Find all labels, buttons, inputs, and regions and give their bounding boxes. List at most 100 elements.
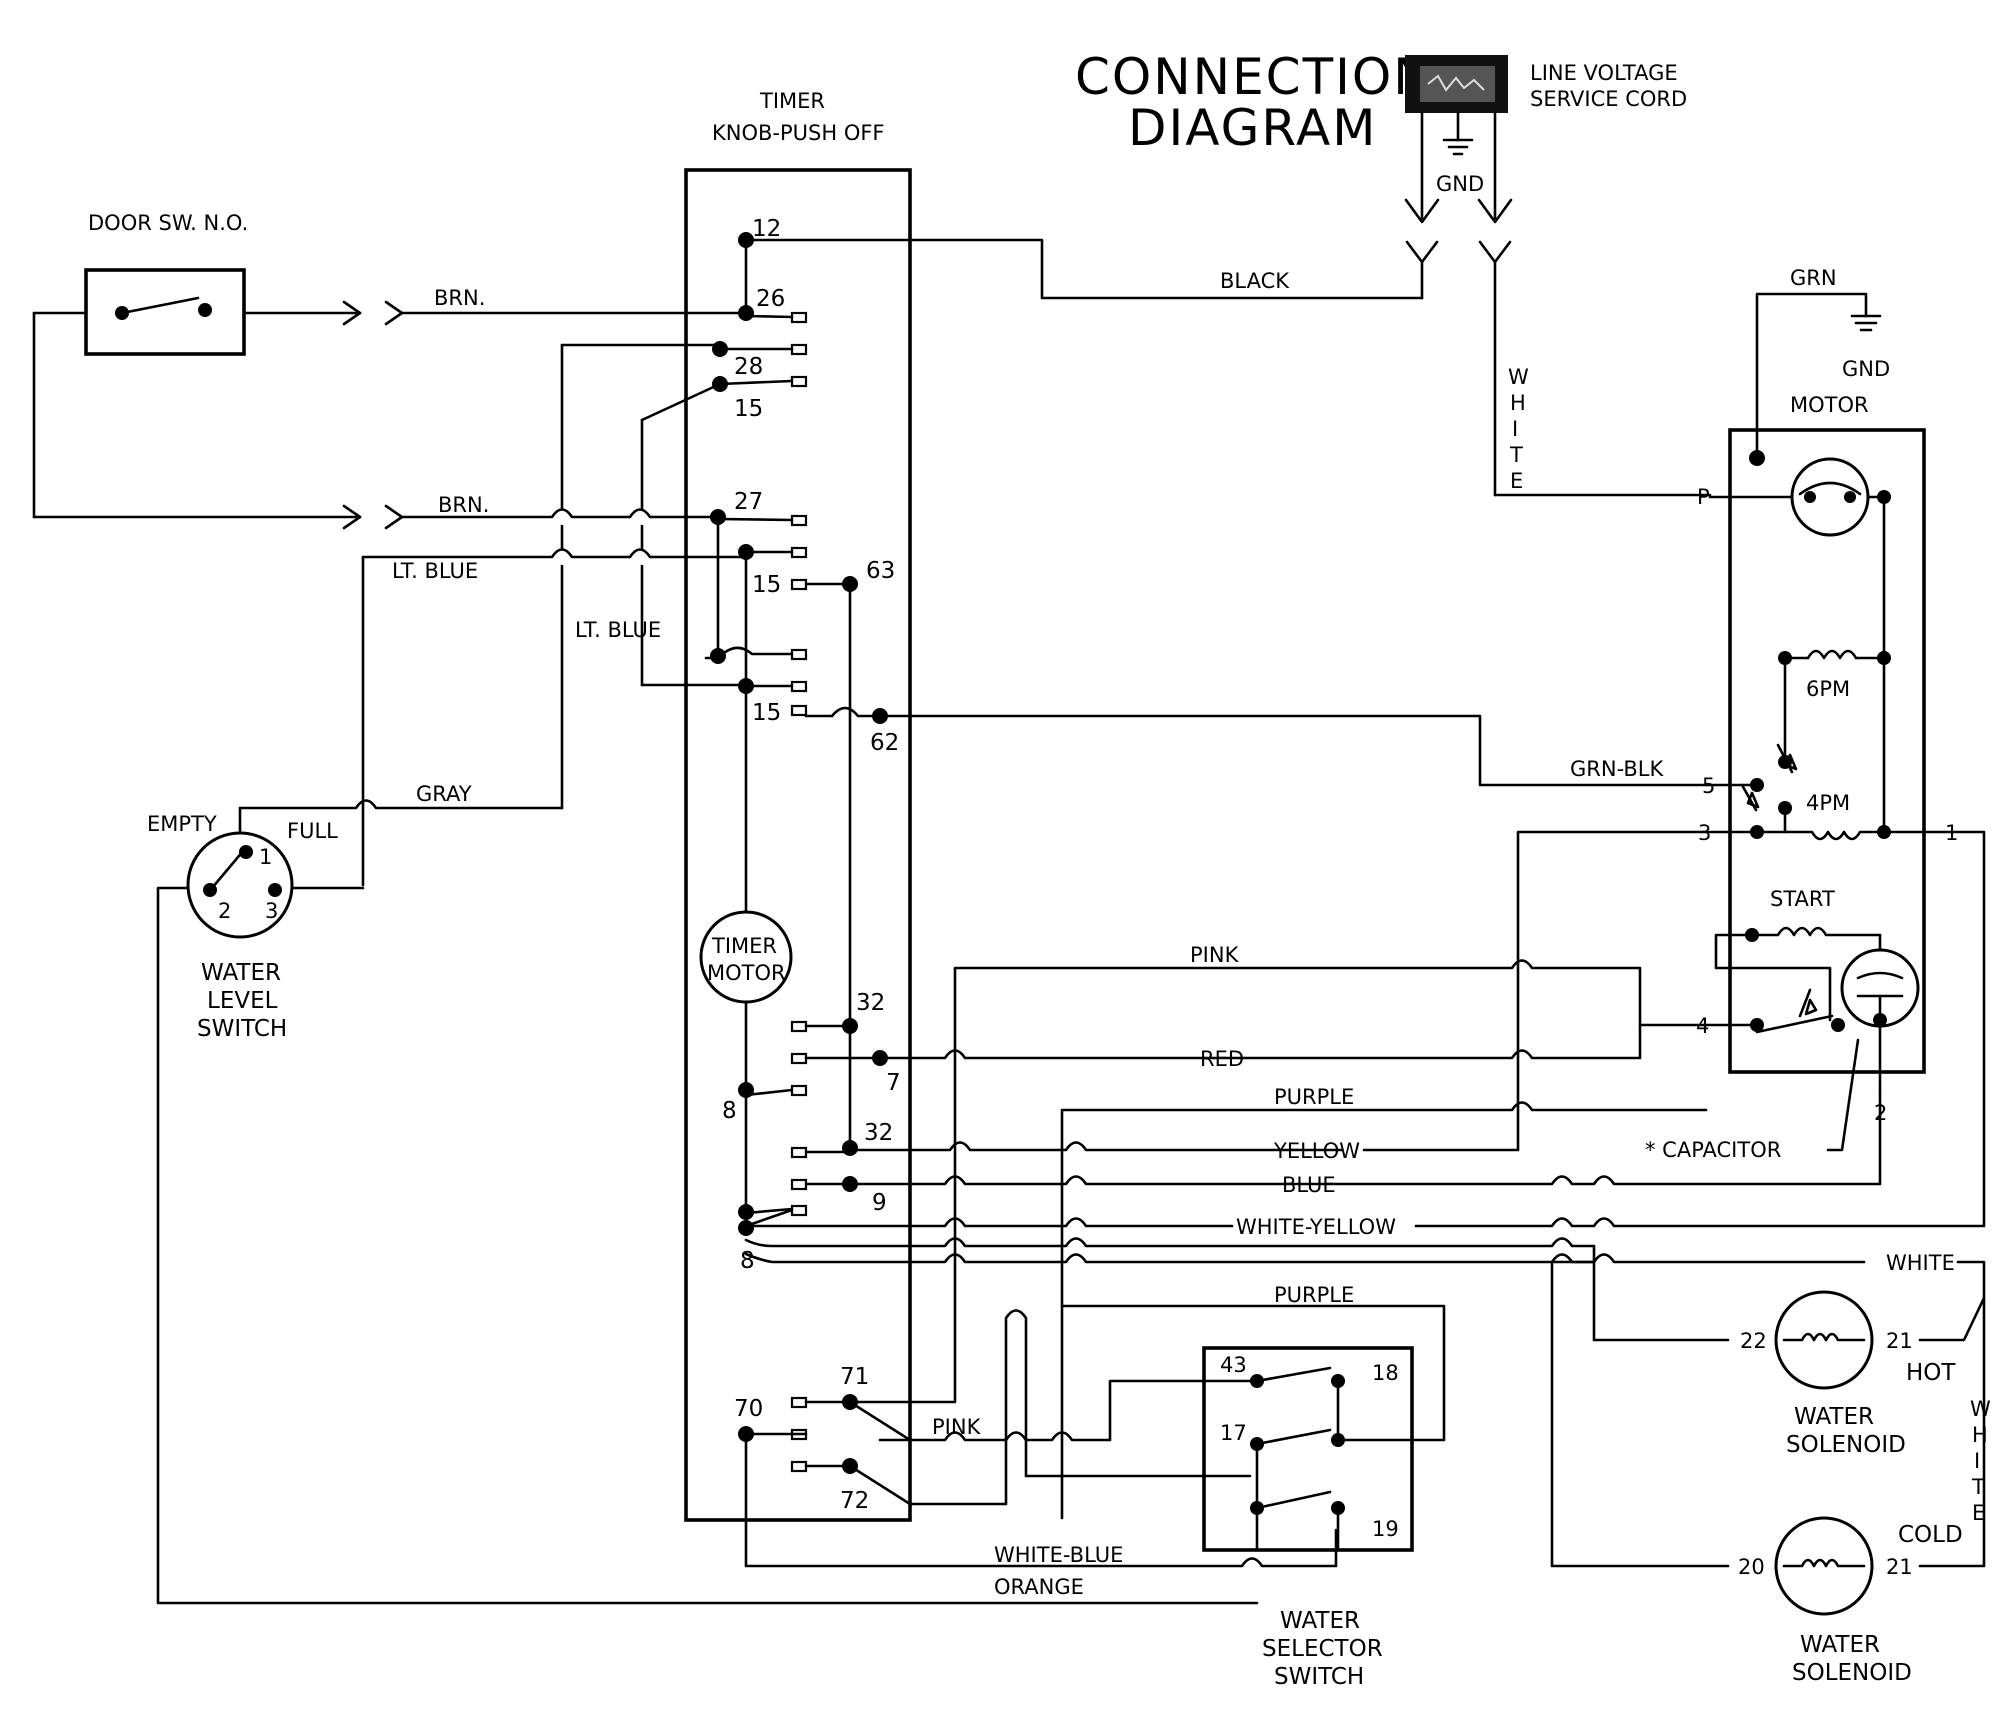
svg-text:T: T bbox=[1509, 443, 1523, 467]
cold-solenoid-terminal-20: 20 bbox=[1738, 1555, 1765, 1579]
door-switch-wires bbox=[32, 300, 404, 530]
cord-ground-label: GND bbox=[1436, 172, 1484, 196]
svg-text:H: H bbox=[1510, 391, 1526, 415]
timer-label-2: KNOB-PUSH OFF bbox=[712, 121, 885, 145]
cold-solenoid-name: COLD bbox=[1898, 1522, 1963, 1548]
white-blue-wire-label: WHITE-BLUE bbox=[994, 1543, 1123, 1567]
hot-solenoid-label-2: SOLENOID bbox=[1786, 1432, 1906, 1458]
black-wire-label: BLACK bbox=[1220, 269, 1290, 293]
selector-label-2: SELECTOR bbox=[1262, 1636, 1383, 1662]
cord-y-connectors bbox=[1405, 240, 1512, 497]
timer-terminal-71: 71 bbox=[840, 1364, 869, 1390]
purple-wire-label-2: PURPLE bbox=[1274, 1283, 1354, 1307]
motor-label: MOTOR bbox=[1790, 393, 1869, 417]
timer-motor-label-1: TIMER bbox=[711, 934, 777, 958]
hot-solenoid-terminal-22: 22 bbox=[1740, 1329, 1767, 1353]
timer-terminal-63: 63 bbox=[866, 558, 895, 584]
timer-terminal-15c: 15 bbox=[752, 700, 781, 726]
timer-terminal-15b: 15 bbox=[752, 572, 781, 598]
motor-start-circuit bbox=[1704, 926, 1882, 1034]
selector-label-1: WATER bbox=[1280, 1608, 1360, 1634]
motor-grn-label: GRN bbox=[1790, 266, 1837, 290]
timer-terminal-9: 9 bbox=[872, 1190, 887, 1216]
capacitor-pointer bbox=[1826, 1038, 1860, 1152]
white-right-wire-label: W H I T E bbox=[1970, 1397, 1991, 1525]
svg-text:I: I bbox=[1512, 417, 1518, 441]
water-level-label-2: LEVEL bbox=[207, 988, 278, 1014]
lt-blue-wire-label-1: LT. BLUE bbox=[392, 559, 478, 583]
hot-solenoid-name: HOT bbox=[1906, 1360, 1956, 1386]
timer-terminal-12: 12 bbox=[752, 216, 781, 242]
pink-wire-label: PINK bbox=[1190, 943, 1240, 967]
water-level-terminal-1: 1 bbox=[259, 845, 272, 869]
motor-terminal-5: 5 bbox=[1702, 774, 1715, 798]
timer-terminal-62: 62 bbox=[870, 730, 899, 756]
cord-leads bbox=[1404, 111, 1513, 224]
cold-solenoid-label-2: SOLENOID bbox=[1792, 1660, 1912, 1686]
timer-terminal-7: 7 bbox=[886, 1070, 901, 1096]
white-wire-label: WHITE bbox=[1886, 1251, 1955, 1275]
motor-protector-contacts bbox=[1708, 481, 1886, 503]
motor-4pm-label: 4PM bbox=[1806, 791, 1850, 815]
red-wire-label: RED bbox=[1200, 1047, 1244, 1071]
grn-blk-wire bbox=[878, 714, 1708, 787]
cold-solenoid-icon bbox=[1774, 1516, 1874, 1616]
cold-solenoid-label-1: WATER bbox=[1800, 1632, 1880, 1658]
blue-wire-label: BLUE bbox=[1282, 1173, 1336, 1197]
timer-output-wires bbox=[744, 830, 1986, 1568]
svg-text:W: W bbox=[1970, 1397, 1991, 1421]
diagram-title-line2: DIAGRAM bbox=[1128, 99, 1377, 157]
timer-motor-icon bbox=[699, 910, 793, 1004]
timer-terminal-32b: 32 bbox=[864, 1120, 893, 1146]
cold-solenoid-terminal-21: 21 bbox=[1886, 1555, 1913, 1579]
white-cord-wire-label: W H I T E bbox=[1508, 365, 1529, 493]
motor-windings bbox=[1704, 490, 1946, 841]
timer-label-1: TIMER bbox=[759, 89, 825, 113]
selector-terminal-43: 43 bbox=[1220, 1353, 1247, 1377]
hot-solenoid-icon bbox=[1774, 1290, 1874, 1390]
timer-internal-wiring bbox=[704, 238, 912, 1506]
timer-terminal-72: 72 bbox=[840, 1488, 869, 1514]
water-level-label-1: WATER bbox=[201, 960, 281, 986]
water-level-terminal-3: 3 bbox=[265, 899, 278, 923]
capacitor-label: * CAPACITOR bbox=[1645, 1138, 1781, 1162]
diagram-title-line1: CONNECTION bbox=[1075, 48, 1433, 106]
lt-blue-wire-label-2: LT. BLUE bbox=[575, 618, 661, 642]
timer-terminal-15a: 15 bbox=[734, 396, 763, 422]
door-switch-label: DOOR SW. N.O. bbox=[88, 211, 248, 235]
motor-gnd-label: GND bbox=[1842, 357, 1890, 381]
service-cord-plug-icon bbox=[1405, 55, 1508, 113]
timer-contact-terminals bbox=[790, 311, 808, 1473]
motor-ground-terminal bbox=[1749, 450, 1765, 466]
grn-blk-wire-label: GRN-BLK bbox=[1570, 757, 1665, 781]
timer-terminal-70: 70 bbox=[734, 1396, 763, 1422]
cold-solenoid-coil bbox=[1782, 1558, 1866, 1568]
water-level-switch-contacts bbox=[156, 806, 1259, 1605]
white-yellow-wire-label: WHITE-YELLOW bbox=[1236, 1215, 1396, 1239]
motor-box bbox=[1728, 428, 1926, 1074]
svg-text:E: E bbox=[1972, 1501, 1985, 1525]
water-selector-contacts bbox=[1250, 1366, 1345, 1552]
door-switch-box bbox=[84, 268, 246, 356]
gray-wire-label: GRAY bbox=[416, 782, 472, 806]
timer-terminal-32a: 32 bbox=[856, 990, 885, 1016]
selector-terminal-18: 18 bbox=[1372, 1361, 1399, 1385]
water-level-empty-label: EMPTY bbox=[147, 812, 217, 836]
capacitor-plates bbox=[1856, 971, 1904, 1097]
service-cord-label-2: SERVICE CORD bbox=[1530, 87, 1687, 111]
svg-text:E: E bbox=[1510, 469, 1523, 493]
brn-wires bbox=[400, 311, 748, 519]
selector-terminal-19: 19 bbox=[1372, 1517, 1399, 1541]
motor-ground-wire bbox=[1755, 292, 1882, 460]
service-cord-label-1: LINE VOLTAGE bbox=[1530, 61, 1678, 85]
water-selector-switch-box bbox=[1202, 1346, 1414, 1552]
hot-solenoid-label-1: WATER bbox=[1794, 1404, 1874, 1430]
motor-protector-icon bbox=[1790, 457, 1870, 537]
hot-solenoid-coil bbox=[1782, 1332, 1866, 1342]
hot-solenoid-terminal-21: 21 bbox=[1886, 1329, 1913, 1353]
cord-black-white-wires bbox=[744, 238, 1712, 497]
timer-terminal-27: 27 bbox=[734, 489, 763, 515]
lt-blue-gray-wires bbox=[238, 343, 748, 887]
svg-text:H: H bbox=[1972, 1423, 1988, 1447]
